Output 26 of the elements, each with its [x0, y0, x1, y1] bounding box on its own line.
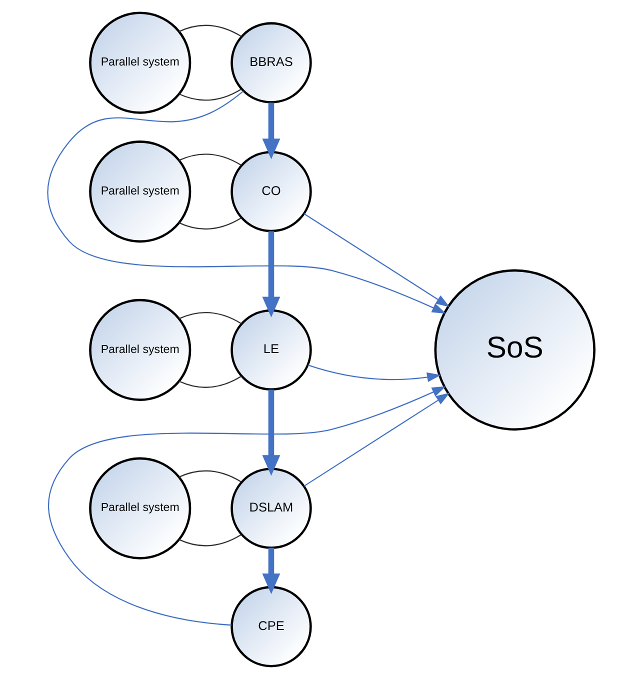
node-circle: CO	[230, 150, 312, 232]
arrow	[307, 364, 440, 382]
connector	[178, 312, 242, 324]
node-circle: Parallel system	[88, 298, 191, 401]
node-circle: Parallel system	[88, 140, 191, 243]
node-circle: LE	[230, 309, 312, 391]
connector	[178, 154, 242, 166]
node-circle: Parallel system	[88, 12, 191, 114]
arrow	[262, 231, 280, 318]
arrow	[262, 102, 280, 160]
arrow	[262, 548, 280, 594]
arrow	[303, 392, 450, 487]
connector	[178, 88, 242, 101]
node-circle: DSLAM	[230, 468, 312, 549]
connector	[178, 376, 242, 388]
arrow	[48, 386, 446, 626]
connector	[178, 534, 242, 546]
arrow	[46, 90, 446, 314]
node-circle: CPE	[230, 586, 312, 668]
connector	[178, 217, 242, 230]
arrow	[262, 390, 280, 476]
arrow	[303, 213, 450, 307]
connector	[178, 24, 242, 37]
node-circle: BBRAS	[230, 22, 312, 104]
node-circle: Parallel system	[88, 457, 191, 560]
connector	[178, 470, 242, 482]
